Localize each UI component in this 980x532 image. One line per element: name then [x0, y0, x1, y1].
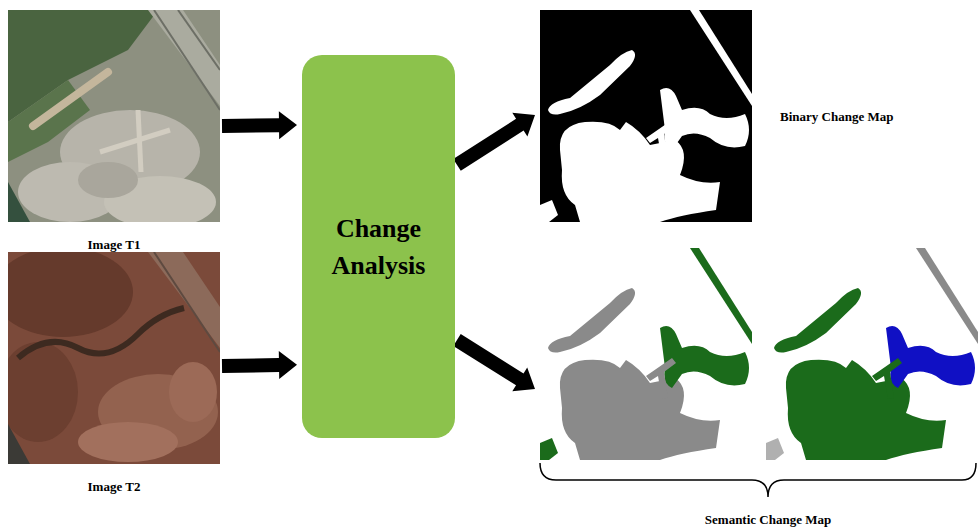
satellite-image	[8, 252, 220, 464]
flow-arrow	[222, 111, 297, 139]
binary-map	[540, 10, 752, 222]
caption-text: Binary Change Map	[780, 109, 893, 124]
flow-arrow	[453, 113, 535, 171]
caption-text: Semantic Change Map	[705, 512, 831, 527]
caption-text: Image T2	[88, 479, 141, 494]
process-box: Change Analysis	[302, 55, 455, 438]
flow-arrow	[453, 334, 535, 391]
map-panel: Semantic Change Map	[540, 248, 980, 530]
brace	[540, 463, 976, 497]
semantic-map	[766, 248, 978, 460]
satellite-image	[8, 10, 220, 222]
map-panel: Binary Change Map	[540, 10, 940, 222]
image-panel: Image T1	[8, 10, 220, 252]
caption-text: Image T1	[88, 237, 141, 252]
semantic-map	[540, 248, 752, 460]
image-panel: Image T2	[8, 252, 220, 494]
flow-arrow	[222, 351, 297, 379]
caption-text: Change Analysis	[310, 210, 447, 284]
